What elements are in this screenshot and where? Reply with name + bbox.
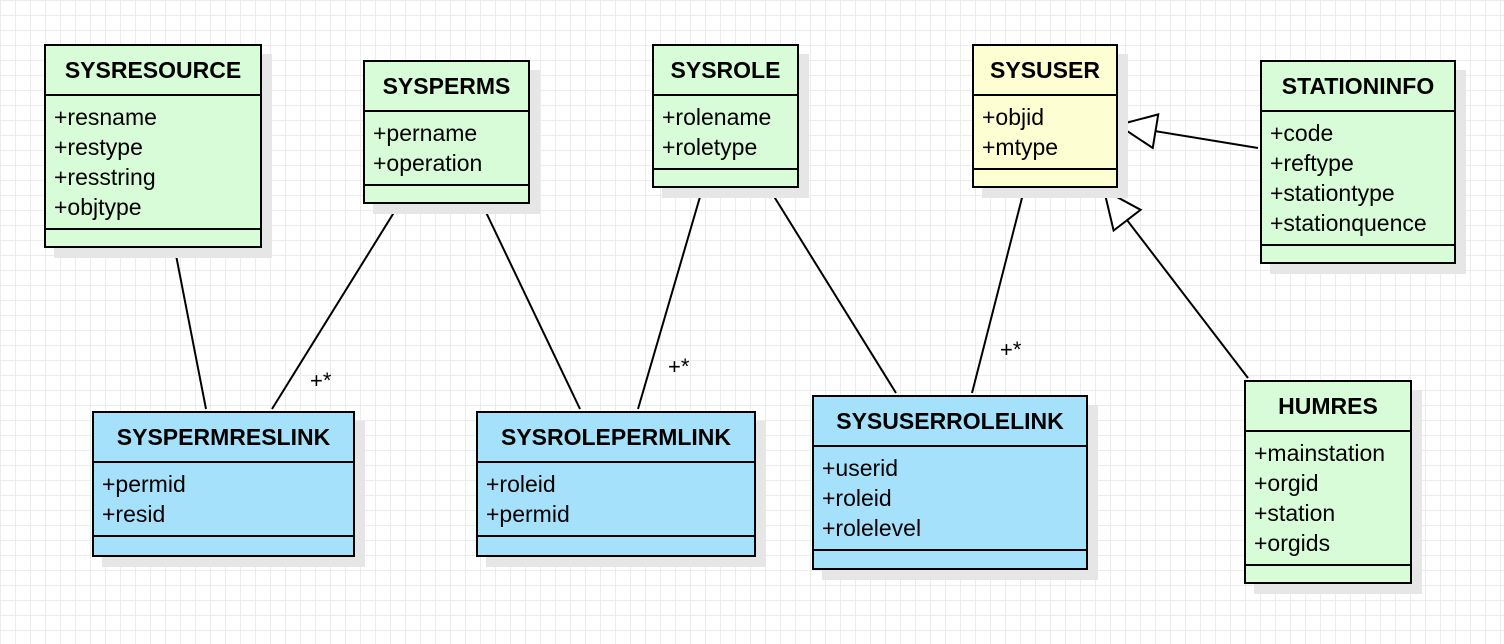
class-attribute: +resname xyxy=(54,104,157,130)
class-syspermreslink[interactable]: SYSPERMRESLINK +permid +resid xyxy=(92,411,355,557)
class-sysrole[interactable]: SYSROLE +rolename +roletype xyxy=(652,44,799,188)
multiplicity-label: +* xyxy=(310,368,332,393)
generalization-arrowhead xyxy=(1115,113,1160,150)
class-name: HUMRES xyxy=(1246,382,1410,432)
class-attribute: +rolename xyxy=(662,104,772,130)
class-attribute: +permid xyxy=(102,471,186,497)
class-attribute: +roleid xyxy=(486,471,556,497)
class-attribute: +roleid xyxy=(822,485,892,511)
association-line xyxy=(174,249,207,410)
class-operations xyxy=(654,170,797,184)
class-attribute: +userid xyxy=(822,455,899,481)
class-attribute: +resstring xyxy=(54,164,156,190)
association-line xyxy=(271,205,399,410)
class-attribute: +operation xyxy=(373,150,483,176)
class-attribute: +stationquence xyxy=(1270,210,1427,236)
class-sysresource[interactable]: SYSRESOURCE +resname +restype +resstring +ob… xyxy=(44,44,262,248)
association-line xyxy=(769,189,897,394)
generalization-line xyxy=(1103,189,1249,379)
class-name: SYSPERMS xyxy=(365,62,528,112)
generalization-arrowhead xyxy=(1102,188,1143,233)
class-attributes: +roleid +permid xyxy=(478,463,754,537)
class-name: SYSUSERROLELINK xyxy=(814,397,1086,447)
class-humres[interactable]: HUMRES +mainstation +orgid +station +orgids xyxy=(1244,380,1412,584)
class-attribute: +orgids xyxy=(1254,530,1331,556)
class-stationinfo[interactable]: STATIONINFO +code +reftype +stationtype +sta… xyxy=(1260,60,1456,264)
class-sysuserrolelink[interactable]: SYSUSERROLELINK +userid +roleid +rolelevel xyxy=(812,395,1088,570)
class-name: SYSUSER xyxy=(974,46,1116,96)
class-attribute: +station xyxy=(1254,500,1336,526)
class-attribute: +permid xyxy=(486,501,570,527)
class-attribute: +mtype xyxy=(982,134,1059,160)
class-sysuser[interactable]: SYSUSER +objid +mtype xyxy=(972,44,1118,188)
class-attribute: +orgid xyxy=(1254,470,1319,496)
class-sysrolepermlink[interactable]: SYSROLEPERMLINK +roleid +permid xyxy=(476,411,756,557)
class-sysperms[interactable]: SYSPERMS +pername +operation xyxy=(363,60,530,204)
class-attributes: +pername +operation xyxy=(365,112,528,186)
class-attributes: +permid +resid xyxy=(94,463,353,537)
class-operations xyxy=(1246,566,1410,580)
class-attribute: +objid xyxy=(982,104,1045,130)
class-attributes: +userid +roleid +rolelevel xyxy=(814,447,1086,551)
class-attribute: +objtype xyxy=(54,194,142,220)
association-line xyxy=(971,189,1025,394)
class-attribute: +resid xyxy=(102,501,166,527)
class-name: SYSPERMRESLINK xyxy=(94,413,353,463)
class-attribute: +roletype xyxy=(662,134,758,160)
class-operations xyxy=(365,186,528,200)
multiplicity-label: +* xyxy=(1000,337,1022,362)
class-attribute: +mainstation xyxy=(1254,440,1386,466)
class-attribute: +reftype xyxy=(1270,150,1354,176)
class-name: SYSRESOURCE xyxy=(46,46,260,96)
class-operations xyxy=(1262,246,1454,260)
class-operations xyxy=(974,170,1116,184)
class-attributes: +objid +mtype xyxy=(974,96,1116,170)
class-attribute: +stationtype xyxy=(1270,180,1395,206)
association-line xyxy=(482,205,581,410)
multiplicity-label: +* xyxy=(668,354,690,379)
class-operations xyxy=(814,551,1086,565)
class-operations xyxy=(478,537,754,551)
class-attributes: +code +reftype +stationtype +stationquence xyxy=(1262,112,1454,246)
class-operations xyxy=(46,230,260,244)
class-name: SYSROLEPERMLINK xyxy=(478,413,754,463)
class-attribute: +pername xyxy=(373,120,478,146)
class-operations xyxy=(94,537,353,551)
association-line xyxy=(637,189,703,410)
class-attributes: +rolename +roletype xyxy=(654,96,797,170)
class-attribute: +code xyxy=(1270,120,1334,146)
class-attributes: +resname +restype +resstring +objtype xyxy=(46,96,260,230)
class-attributes: +mainstation +orgid +station +orgids xyxy=(1246,432,1410,566)
class-name: SYSROLE xyxy=(654,46,797,96)
class-name: STATIONINFO xyxy=(1262,62,1454,112)
class-attribute: +rolelevel xyxy=(822,515,922,541)
class-attribute: +restype xyxy=(54,134,143,160)
